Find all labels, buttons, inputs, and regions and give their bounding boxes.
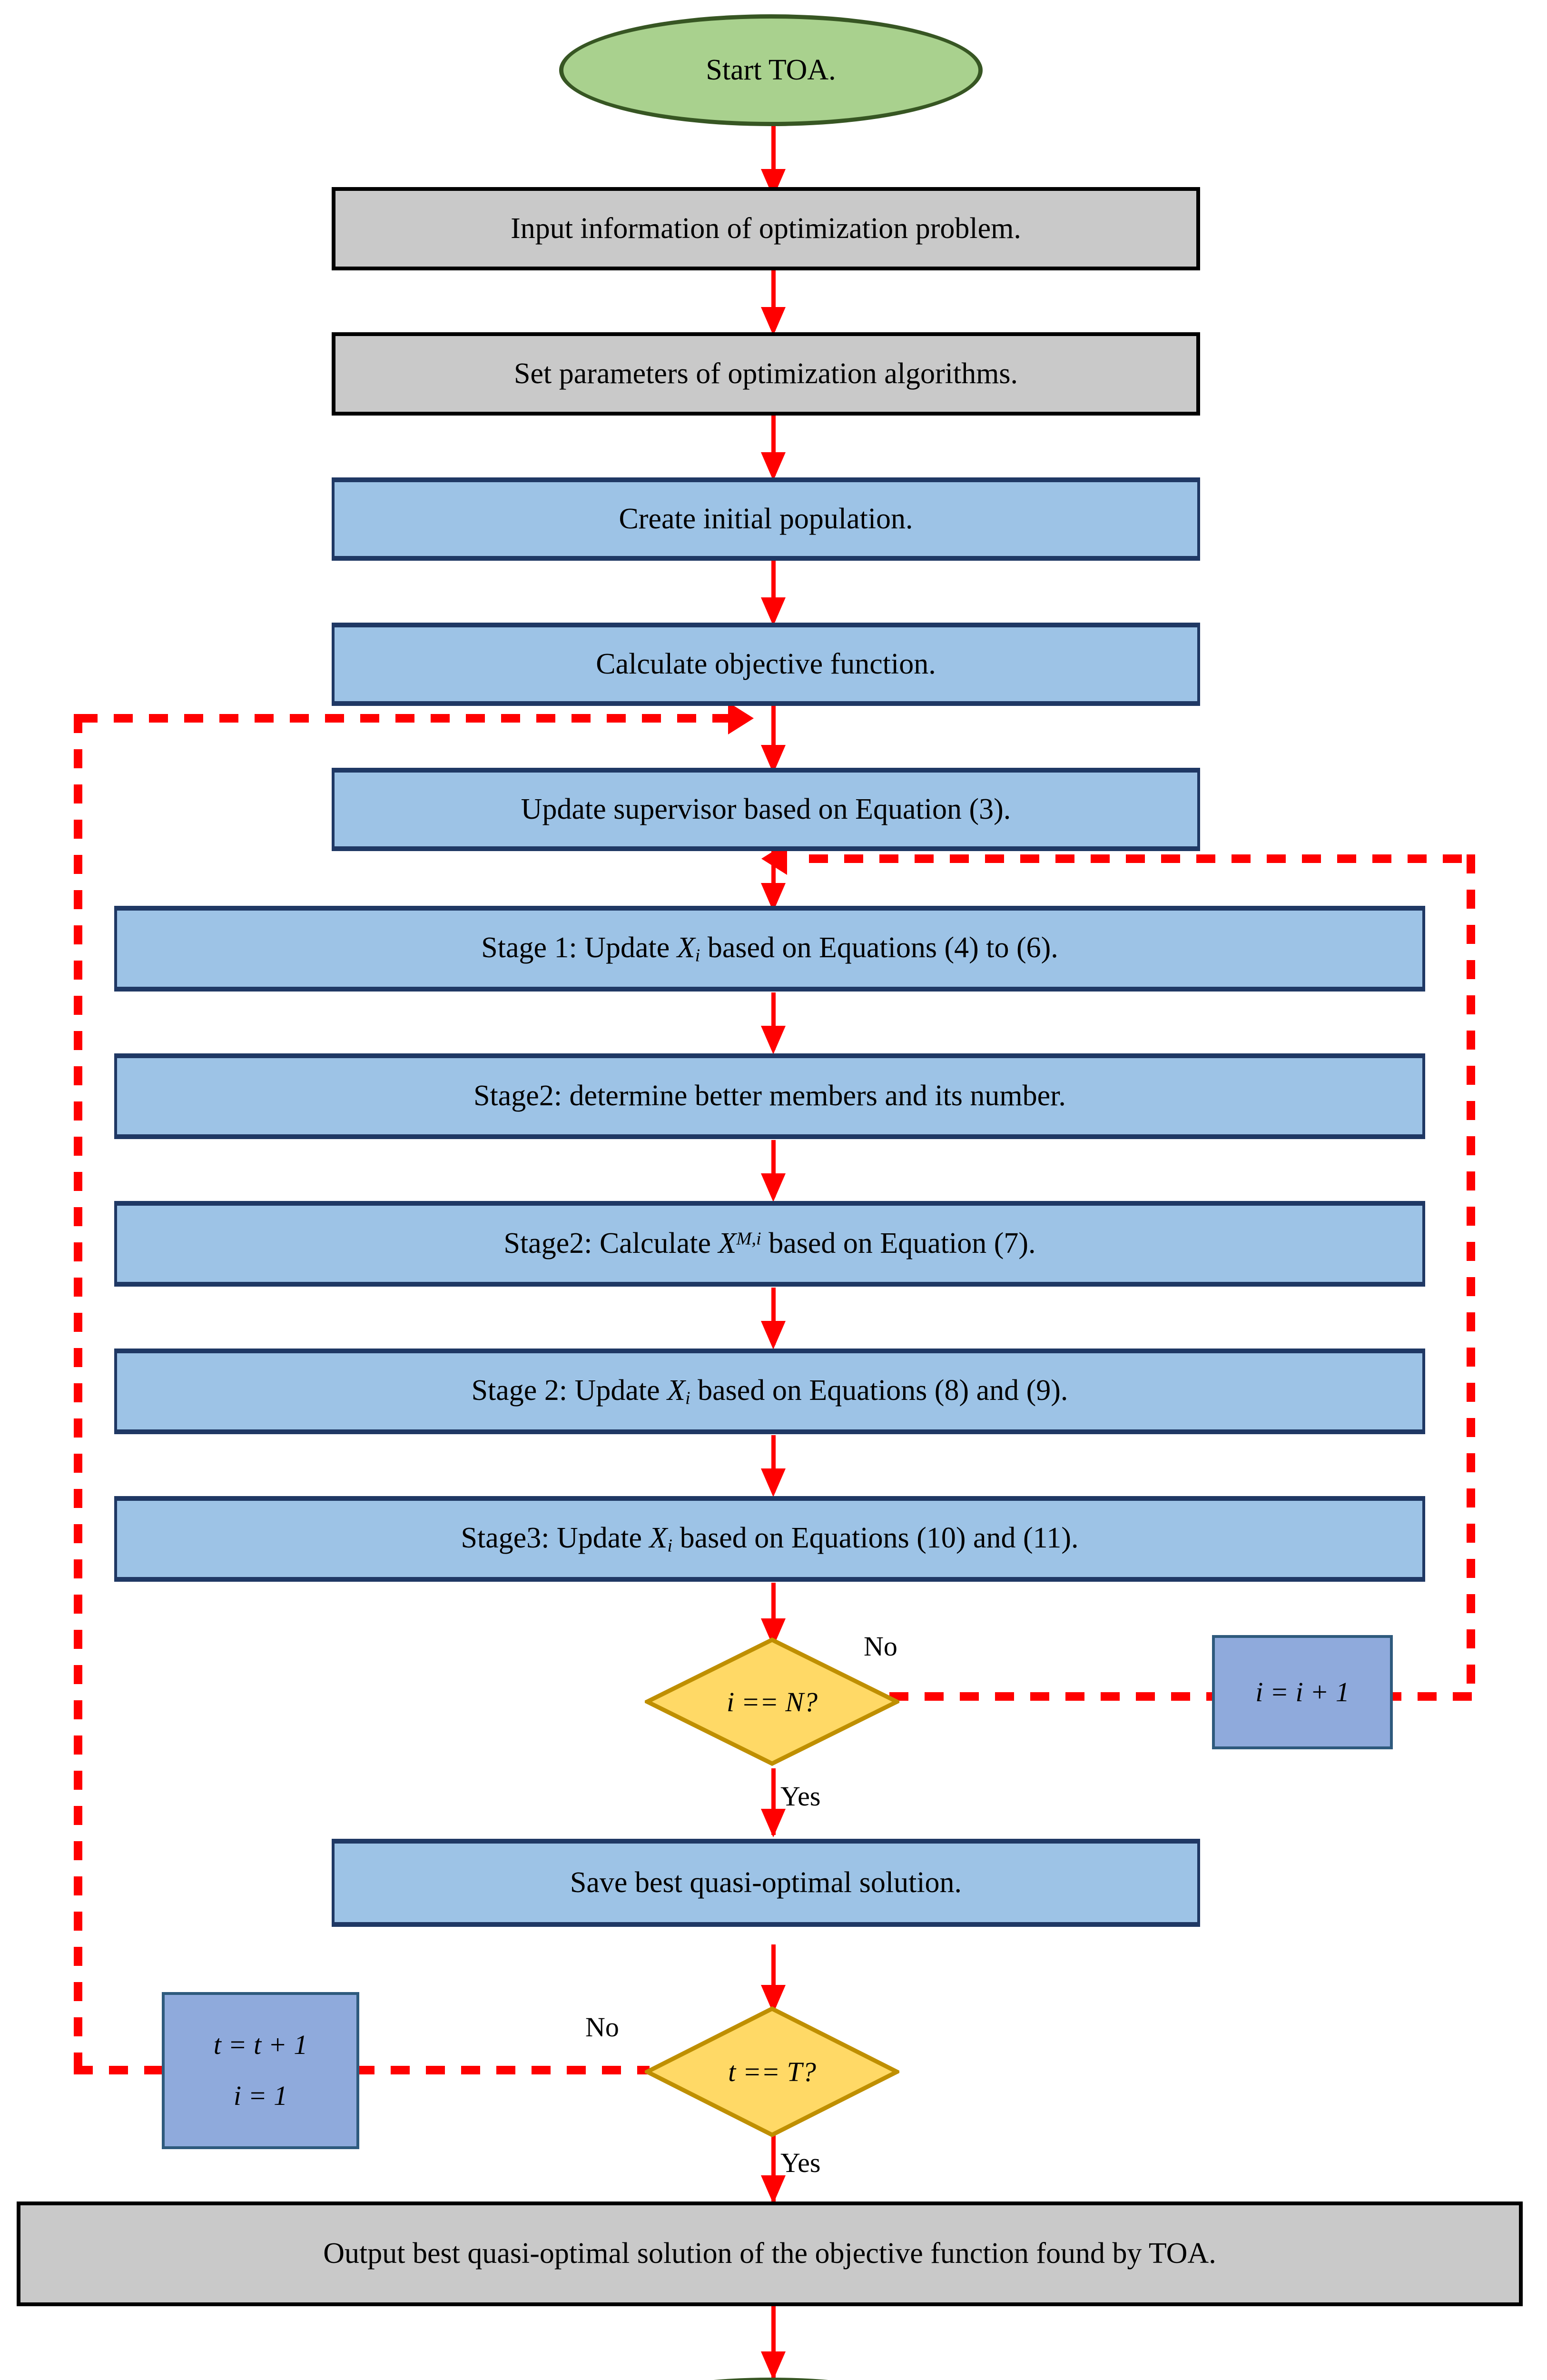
connector-input-to-params <box>771 269 776 331</box>
edge-label-yes-outer: Yes <box>780 2147 821 2178</box>
arrowhead-objective <box>761 597 786 626</box>
stage2-members-label: Stage2: determine better members and its… <box>473 1080 1066 1112</box>
stage1-suffix: based on Equations (4) to (6). <box>700 932 1058 964</box>
connector-stage2calc-to-stage2update <box>771 1288 776 1345</box>
arrowhead-population <box>761 452 786 481</box>
decision-i-label: i == N? <box>726 1686 818 1717</box>
stage1-prefix: Stage 1: Update <box>481 932 677 964</box>
outer-loop-arrowhead <box>728 702 754 734</box>
calculate-objective-box[interactable]: Calculate objective function. <box>332 623 1200 706</box>
stage1-variable: Xi <box>677 932 700 966</box>
update-supervisor-label: Update supervisor based on Equation (3). <box>521 793 1011 825</box>
arrowhead-stage2members <box>761 1026 786 1054</box>
arrowhead-end <box>761 2351 786 2380</box>
stage2-calculate-box[interactable]: Stage2: Calculate XM,i based on Equation… <box>114 1201 1425 1287</box>
create-population-box[interactable]: Create initial population. <box>332 477 1200 561</box>
output-best-solution-box[interactable]: Output best quasi-optimal solution of th… <box>17 2202 1523 2306</box>
output-best-solution-label: Output best quasi-optimal solution of th… <box>323 2237 1216 2270</box>
outer-loop-vertical-left <box>74 714 82 2071</box>
inner-loop-horizontal-from-decision <box>854 1692 1216 1701</box>
arrowhead-params <box>761 307 786 336</box>
stage2-update-prefix: Stage 2: Update <box>471 1374 668 1407</box>
stage3-update-box[interactable]: Stage3: Update Xi based on Equations (10… <box>114 1496 1425 1582</box>
arrowhead-stage2calc <box>761 1173 786 1202</box>
connector-stage1-to-stage2members <box>771 992 776 1050</box>
arrowhead-output <box>761 2175 786 2204</box>
input-information-label: Input information of optimization proble… <box>511 212 1021 245</box>
edge-label-yes-inner: Yes <box>780 1781 821 1812</box>
stage2-update-variable: Xi <box>667 1374 690 1408</box>
connector-stage2members-to-stage2calc <box>771 1140 776 1197</box>
end-terminator[interactable]: End TOA. <box>559 2378 983 2380</box>
stage2-update-suffix: based on Equations (8) and (9). <box>690 1374 1068 1407</box>
stage1-update-box[interactable]: Stage 1: Update Xi based on Equations (4… <box>114 906 1425 992</box>
connector-objective-to-supervisor <box>771 704 776 771</box>
stage3-update-prefix: Stage3: Update <box>461 1522 650 1555</box>
reset-i-label: i = 1 <box>233 2080 288 2111</box>
stage2-calc-variable: XM,i <box>718 1227 761 1260</box>
outer-loop-horizontal-top <box>79 714 745 723</box>
save-best-solution-box[interactable]: Save best quasi-optimal solution. <box>332 1839 1200 1927</box>
set-parameters-label: Set parameters of optimization algorithm… <box>514 357 1018 390</box>
connector-population-to-objective <box>771 559 776 621</box>
start-label: Start TOA. <box>706 53 836 86</box>
diamond-shape-i <box>645 1637 899 1766</box>
connector-supervisor-to-stage1 <box>771 845 776 907</box>
stage3-update-label: Stage3: Update Xi based on Equations (10… <box>454 1521 1085 1557</box>
connector-decision-i-to-save <box>771 1768 776 1835</box>
decision-t-equals-t[interactable]: t == T? <box>645 2006 899 2137</box>
connector-start-to-input <box>771 121 776 178</box>
edge-label-no-inner: No <box>864 1631 897 1662</box>
diamond-shape-t <box>645 2006 899 2137</box>
stage1-label: Stage 1: Update Xi based on Equations (4… <box>474 931 1065 966</box>
connector-params-to-population <box>771 414 776 476</box>
stage3-update-variable: Xi <box>649 1522 673 1556</box>
increment-i-label: i = i + 1 <box>1255 1676 1350 1707</box>
inner-loop-horizontal-to-vertical <box>1382 1692 1475 1701</box>
calculate-objective-label: Calculate objective function. <box>596 647 936 680</box>
arrowhead-stage3 <box>761 1468 786 1497</box>
stage2-update-box[interactable]: Stage 2: Update Xi based on Equations (8… <box>114 1349 1425 1434</box>
input-information-box[interactable]: Input information of optimization proble… <box>332 187 1200 270</box>
stage2-members-box[interactable]: Stage2: determine better members and its… <box>114 1053 1425 1139</box>
inner-loop-vertical-right <box>1467 854 1475 1697</box>
outer-loop-horizontal-bottom <box>74 2066 650 2074</box>
arrowhead-stage2update <box>761 1321 786 1349</box>
edge-label-no-outer: No <box>585 2012 619 2043</box>
update-supervisor-box[interactable]: Update supervisor based on Equation (3). <box>332 768 1200 851</box>
increment-i-box[interactable]: i = i + 1 <box>1212 1635 1393 1749</box>
connector-output-to-end <box>771 2306 776 2378</box>
arrowhead-save-best <box>761 1809 786 1837</box>
create-population-label: Create initial population. <box>619 502 913 535</box>
connector-stage2update-to-stage3 <box>771 1435 776 1492</box>
decision-i-equals-n[interactable]: i == N? <box>645 1637 899 1766</box>
connector-stage3-to-decision-i <box>771 1583 776 1645</box>
connector-save-to-decision-t <box>771 1944 776 2011</box>
stage2-update-label: Stage 2: Update Xi based on Equations (8… <box>465 1374 1075 1409</box>
set-parameters-box[interactable]: Set parameters of optimization algorithm… <box>332 332 1200 416</box>
increment-t-label: t = t + 1 <box>213 2029 308 2061</box>
decision-t-label: t == T? <box>728 2056 816 2087</box>
stage2-calc-suffix: based on Equation (7). <box>761 1227 1036 1260</box>
connector-decision-t-to-output <box>771 2135 776 2202</box>
stage2-calculate-label: Stage2: Calculate XM,i based on Equation… <box>497 1227 1042 1260</box>
stage3-update-suffix: based on Equations (10) and (11). <box>672 1522 1079 1555</box>
stage2-calc-prefix: Stage2: Calculate <box>503 1227 719 1260</box>
start-terminator[interactable]: Start TOA. <box>559 14 983 126</box>
inner-loop-horizontal-top <box>809 854 1473 863</box>
increment-t-box[interactable]: t = t + 1 i = 1 <box>162 1992 359 2149</box>
save-best-solution-label: Save best quasi-optimal solution. <box>570 1866 962 1899</box>
